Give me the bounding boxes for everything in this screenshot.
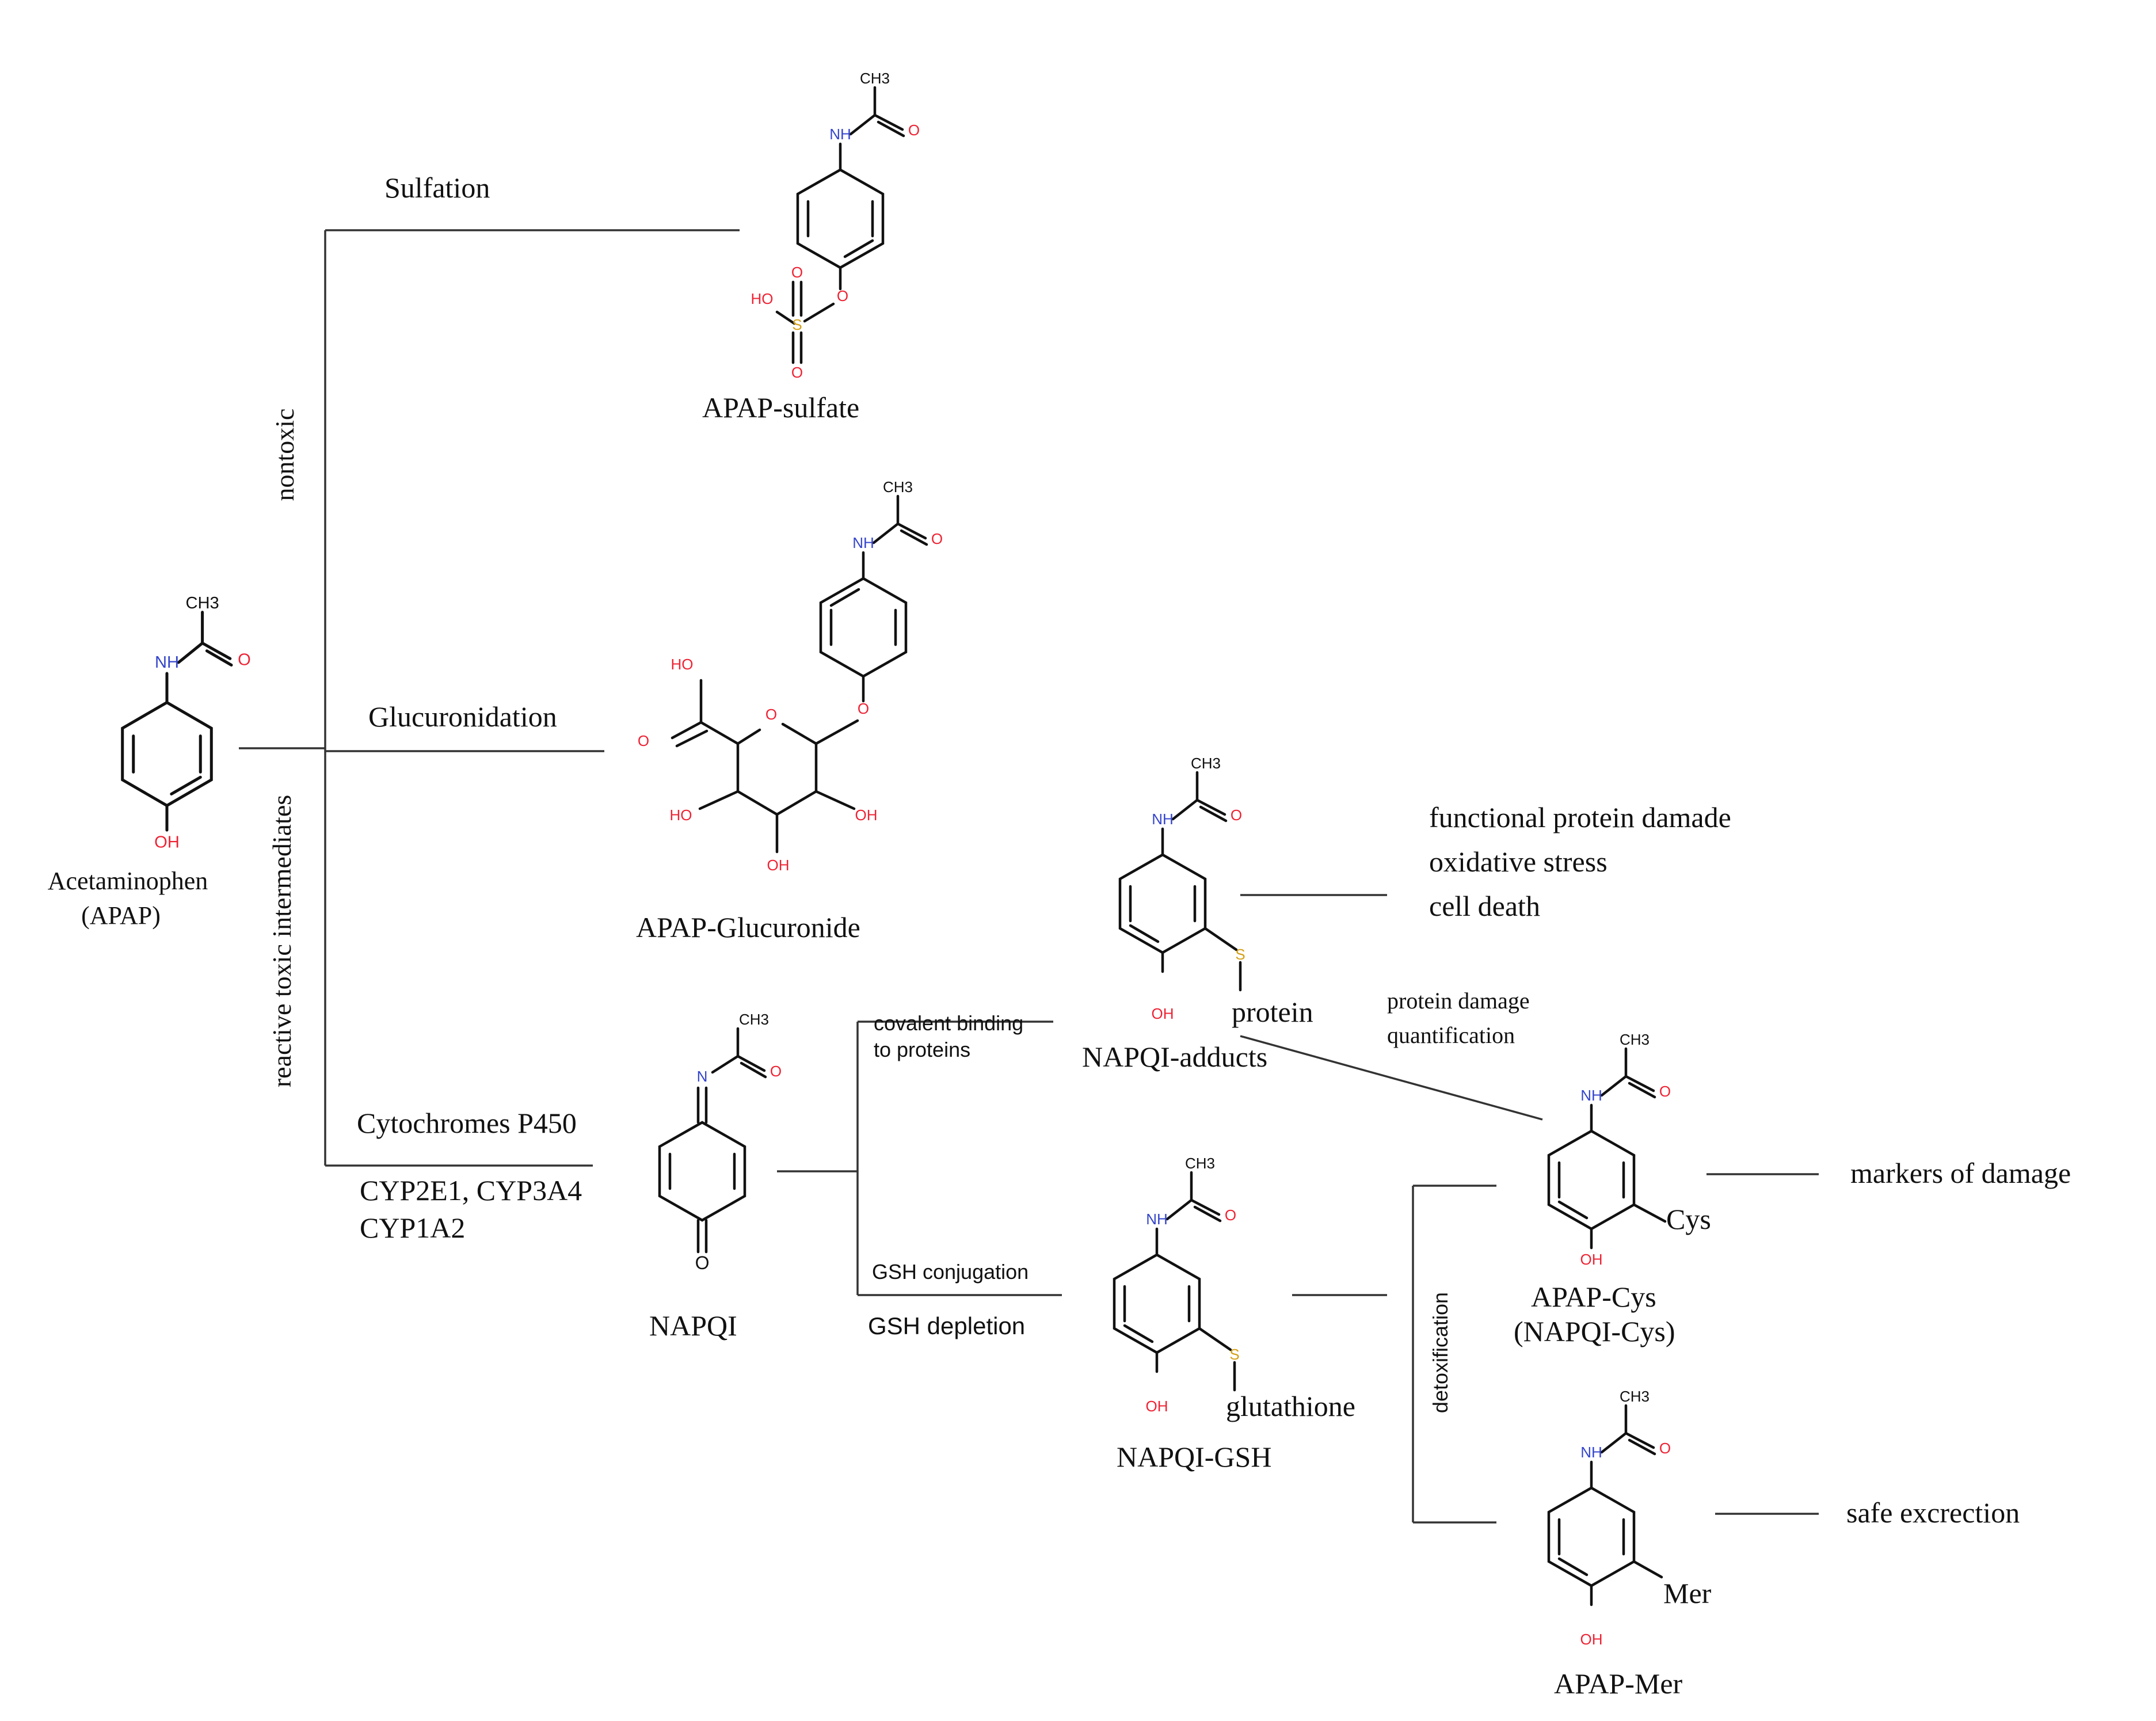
atom-o: O — [931, 530, 943, 547]
glutathione-substituent: glutathione — [1226, 1390, 1355, 1422]
atom-nh: NH — [1580, 1087, 1602, 1104]
cyp-isoforms-label: CYP2E1, CYP3A4 — [360, 1174, 582, 1206]
atom-nh: NH — [852, 534, 874, 551]
atom-nh: NH — [1152, 810, 1174, 828]
apap-glucuronide-label: APAP-Glucuronide — [636, 911, 860, 943]
atom-nh: NH — [1146, 1210, 1168, 1228]
atom-oh: OH — [1152, 1005, 1174, 1022]
atom-s: S — [1229, 1346, 1239, 1363]
atom-oh: OH — [1580, 1631, 1603, 1648]
apap-sulfate-structure: NH O CH3 O S O O HO — [751, 70, 920, 381]
atom-ch3: CH3 — [1185, 1155, 1215, 1172]
napqi-structure: N O CH3 O — [658, 1011, 782, 1273]
protein-damage-label-2: quantification — [1387, 1022, 1515, 1048]
glucuronidation-label: Glucuronidation — [368, 700, 557, 733]
protein-substituent: protein — [1232, 996, 1313, 1028]
atom-nh: NH — [829, 125, 851, 143]
gsh-depletion-label: GSH depletion — [868, 1312, 1025, 1339]
atom-oh: OH — [154, 833, 180, 851]
napqi-label: NAPQI — [649, 1309, 737, 1342]
atom-o: O — [1659, 1440, 1671, 1457]
atom-ch3: CH3 — [1620, 1388, 1650, 1405]
apap-structure: NH O CH3 OH — [121, 594, 251, 851]
apap-mer-structure: NH O CH3 OH — [1547, 1388, 1671, 1648]
atom-o: O — [638, 732, 649, 749]
outcome-oxidative-stress: oxidative stress — [1429, 846, 1608, 878]
sulfation-label: Sulfation — [384, 172, 490, 204]
atom-o: O — [908, 121, 920, 139]
atom-ch3: CH3 — [883, 478, 913, 496]
protein-damage-label: protein damage — [1387, 988, 1530, 1014]
detoxification-label: detoxification — [1429, 1292, 1452, 1413]
outcome-markers: markers of damage — [1850, 1157, 2071, 1189]
atom-oh: OH — [767, 856, 790, 874]
atom-o: O — [1659, 1083, 1671, 1100]
atom-oh: OH — [855, 806, 878, 824]
atom-s: S — [792, 316, 802, 333]
cytochromes-label: Cytochromes P450 — [357, 1107, 577, 1139]
atom-o: O — [765, 706, 777, 723]
apap-glucuronide-structure: NH O CH3 O — [819, 478, 943, 717]
atom-ch3: CH3 — [739, 1011, 769, 1028]
covalent-binding-label: covalent binding — [874, 1011, 1023, 1035]
napqi-gsh-label: NAPQI-GSH — [1117, 1441, 1271, 1473]
atom-o: O — [837, 287, 848, 304]
atom-ch3: CH3 — [185, 594, 219, 612]
apap-sulfate-label: APAP-sulfate — [702, 391, 859, 424]
atom-ho: HO — [671, 656, 694, 673]
apap-label-abbrev: (APAP) — [81, 901, 161, 930]
atom-o: O — [695, 1252, 710, 1273]
atom-ho: HO — [751, 290, 774, 307]
covalent-binding-label-2: to proteins — [874, 1038, 970, 1061]
atom-o: O — [238, 650, 251, 669]
atom-o: O — [770, 1063, 782, 1080]
atom-o: O — [791, 364, 803, 381]
atom-ch3: CH3 — [1620, 1031, 1650, 1048]
atom-ho: HO — [670, 806, 692, 824]
apap-cys-label-alt: (NAPQI-Cys) — [1514, 1315, 1675, 1347]
atom-o: O — [1225, 1206, 1236, 1224]
outcome-protein-damage: functional protein damade — [1429, 801, 1731, 833]
atom-ch3: CH3 — [860, 70, 890, 87]
connector-lines — [239, 229, 1819, 1524]
napqi-gsh-structure: NH O CH3 OH S — [1113, 1155, 1240, 1415]
nontoxic-label: nontoxic — [270, 409, 299, 501]
atom-o: O — [1231, 806, 1242, 824]
apap-label: Acetaminophen — [48, 867, 208, 895]
atom-oh: OH — [1580, 1251, 1603, 1268]
gsh-conjugation-label: GSH conjugation — [872, 1260, 1029, 1284]
napqi-adducts-structure: NH O CH3 OH S — [1118, 755, 1245, 1022]
cys-substituent: Cys — [1666, 1203, 1711, 1235]
atom-nh: NH — [155, 653, 179, 672]
glucuronic-acid-ring: O HO O HO OH OH — [638, 656, 878, 874]
atom-oh: OH — [1146, 1398, 1168, 1415]
outcome-excretion: safe excrection — [1846, 1497, 2020, 1529]
atom-o: O — [791, 264, 803, 281]
napqi-adducts-label: NAPQI-adducts — [1082, 1041, 1267, 1073]
mer-substituent: Mer — [1663, 1577, 1712, 1609]
cyp1a2-label: CYP1A2 — [360, 1212, 465, 1244]
atom-ch3: CH3 — [1191, 755, 1221, 772]
apap-mer-label: APAP-Mer — [1554, 1667, 1683, 1700]
atom-nh: NH — [1580, 1444, 1602, 1461]
apap-cys-structure: NH O CH3 OH — [1547, 1031, 1671, 1268]
outcome-cell-death: cell death — [1429, 890, 1540, 922]
atom-n: N — [697, 1068, 708, 1085]
apap-cys-label: APAP-Cys — [1531, 1281, 1656, 1313]
atom-s: S — [1235, 946, 1245, 963]
reactive-intermediates-label: reactive toxic intermediates — [267, 795, 296, 1087]
atom-o: O — [858, 700, 869, 717]
